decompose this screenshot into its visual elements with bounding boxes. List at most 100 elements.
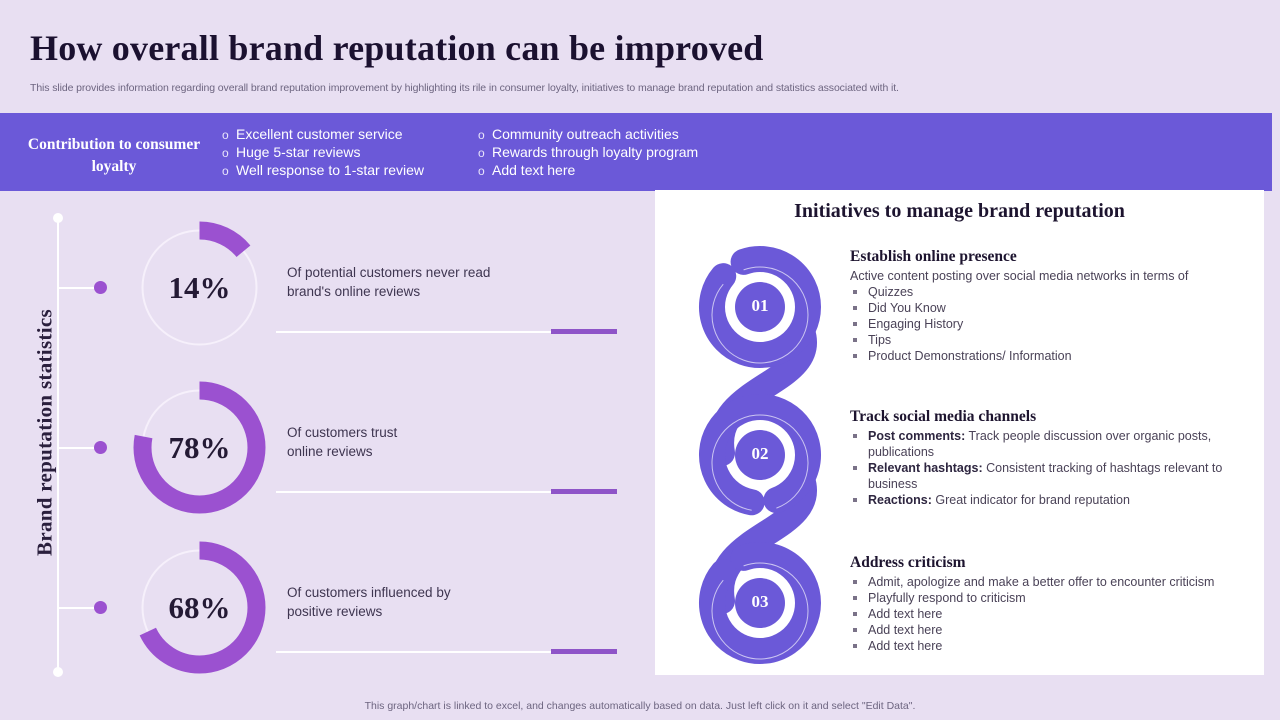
timeline-dot — [94, 441, 107, 454]
list-item-text: Consistent tracking of hashtags relevant… — [868, 461, 1223, 491]
donut-chart: 14% — [131, 219, 268, 356]
circle-bullet-icon: o — [222, 146, 229, 160]
list-item-label: Reactions: — [868, 493, 932, 507]
initiatives-card: Initiatives to manage brand reputation E… — [655, 190, 1264, 675]
statistic-rule — [276, 651, 552, 653]
spiral-coil — [699, 246, 821, 368]
spiral-coil — [699, 394, 821, 516]
timeline-connector — [58, 607, 98, 609]
list-item: Product Demonstrations/ Information — [850, 348, 1250, 364]
page-subtitle: This slide provides information regardin… — [30, 82, 899, 94]
circle-bullet-icon: o — [222, 164, 229, 178]
list-item-text: Product Demonstrations/ Information — [868, 349, 1072, 363]
spiral-highlight — [711, 414, 809, 511]
footer-note: This graph/chart is linked to excel, and… — [364, 700, 916, 712]
statistic-caption: Of customers trust online reviews — [287, 423, 397, 461]
spiral-highlight — [711, 562, 809, 660]
initiative-step-heading: Establish online presence — [850, 248, 1017, 265]
statistic-caption-line: Of potential customers never read — [287, 265, 491, 280]
statistic-caption-line: brand's online reviews — [287, 284, 421, 299]
circle-bullet-icon: o — [222, 128, 229, 142]
initiative-step-list: Admit, apologize and make a better offer… — [850, 574, 1250, 654]
timeline-cap-bottom — [53, 667, 63, 677]
timeline-connector — [58, 287, 98, 289]
timeline-dot — [94, 601, 107, 614]
circle-bullet-icon: o — [478, 146, 485, 160]
initiative-step-heading: Address criticism — [850, 554, 966, 571]
list-item-text: Did You Know — [868, 301, 946, 315]
statistic-rule — [276, 491, 552, 493]
list-item-text: Add text here — [868, 607, 943, 621]
timeline-rail — [57, 216, 59, 676]
banner-list-item: o Community outreach activities — [478, 126, 698, 144]
list-item-text: Add text here — [868, 639, 943, 653]
statistic-caption-line: positive reviews — [287, 604, 383, 619]
initiative-step-list: Post comments: Track people discussion o… — [850, 428, 1250, 508]
list-item-text: Engaging History — [868, 317, 964, 331]
statistics-axis-label: Brand reputation statistics — [32, 309, 57, 556]
step-badge — [735, 282, 785, 332]
banner-list-item: o Rewards through loyalty program — [478, 144, 698, 162]
spiral-coil — [699, 542, 821, 664]
spiral-highlight — [711, 266, 809, 364]
list-item: Relevant hashtags: Consistent tracking o… — [850, 460, 1250, 492]
page-title: How overall brand reputation can be impr… — [30, 28, 764, 68]
banner-right-strip — [1272, 113, 1280, 191]
banner-list-item: o Excellent customer service — [222, 126, 424, 144]
circle-bullet-icon: o — [478, 128, 485, 142]
timeline-connector — [58, 447, 98, 449]
banner-list-item-label: Rewards through loyalty program — [492, 144, 699, 160]
step-number: 02 — [751, 444, 769, 463]
donut-chart: 68% — [131, 539, 268, 676]
donut-value-label: 14% — [168, 269, 231, 305]
list-item: Add text here — [850, 638, 1250, 654]
banner-list-item-label: Huge 5-star reviews — [236, 144, 361, 160]
list-item-text: Playfully respond to criticism — [868, 591, 1026, 605]
banner-list-item-label: Community outreach activities — [492, 126, 679, 142]
spiral-steps-graphic — [690, 235, 850, 680]
contribution-banner — [0, 113, 1272, 191]
statistic-caption-line: online reviews — [287, 444, 373, 459]
statistic-rule-accent — [551, 329, 617, 334]
list-item-label: Relevant hashtags: — [868, 461, 983, 475]
list-item: Add text here — [850, 622, 1250, 638]
circle-bullet-icon: o — [478, 164, 485, 178]
initiative-step-lead: Active content posting over social media… — [850, 269, 1189, 283]
list-item: Did You Know — [850, 300, 1250, 316]
donut-arc — [133, 221, 266, 354]
step-number: 01 — [751, 296, 769, 315]
list-item: Quizzes — [850, 284, 1250, 300]
list-item: Admit, apologize and make a better offer… — [850, 574, 1250, 590]
donut-arc — [133, 541, 266, 674]
step-badge — [735, 430, 785, 480]
list-item: Reactions: Great indicator for brand rep… — [850, 492, 1250, 508]
banner-list-item-label: Well response to 1-star review — [236, 162, 425, 178]
banner-list-item-label: Excellent customer service — [236, 126, 403, 142]
donut-chart: 78% — [131, 379, 268, 516]
list-item-text: Great indicator for brand reputation — [931, 493, 1130, 507]
list-item: Engaging History — [850, 316, 1250, 332]
initiative-step-heading: Track social media channels — [850, 408, 1037, 425]
banner-label: Contribution to consumer loyalty — [27, 136, 201, 175]
step-number: 03 — [751, 592, 769, 611]
donut-arc — [133, 381, 266, 514]
list-item: Playfully respond to criticism — [850, 590, 1250, 606]
list-item: Add text here — [850, 606, 1250, 622]
list-item-text: Tips — [868, 333, 892, 347]
list-item: Post comments: Track people discussion o… — [850, 428, 1250, 460]
initiatives-title: Initiatives to manage brand reputation — [794, 200, 1125, 222]
statistic-rule-accent — [551, 489, 617, 494]
timeline-dot — [94, 281, 107, 294]
statistic-caption: Of potential customers never read brand's… — [287, 263, 490, 301]
list-item-text: Track people discussion over organic pos… — [868, 429, 1212, 459]
donut-value-label: 68% — [168, 589, 231, 625]
banner-list-item: o Well response to 1-star review — [222, 162, 424, 180]
statistic-rule — [276, 331, 552, 333]
statistic-caption-line: Of customers trust — [287, 425, 398, 440]
